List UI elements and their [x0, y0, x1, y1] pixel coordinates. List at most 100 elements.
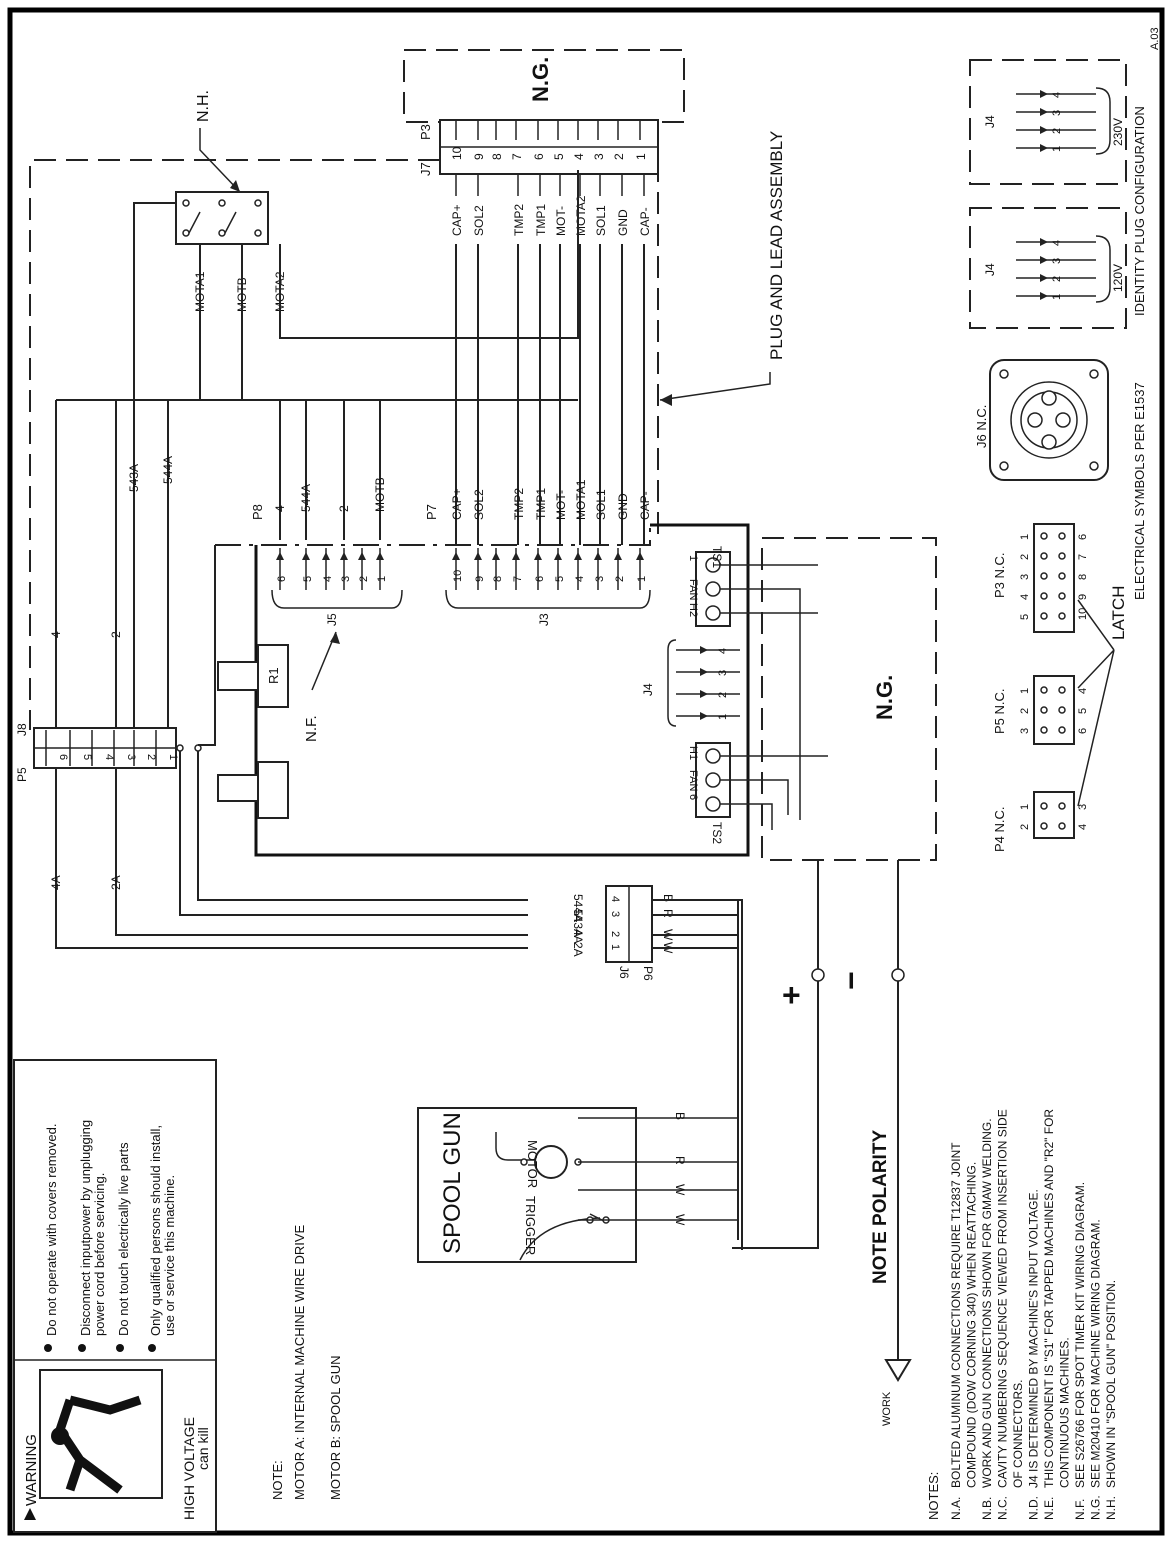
warning-bullet-5: use or service this machine. — [162, 1175, 177, 1336]
id230-pin-arrow — [1040, 108, 1048, 116]
id120-jumper — [1095, 235, 1111, 303]
id230-pin-3: 4 — [1051, 92, 1063, 98]
j3-pin-arrow — [554, 552, 562, 560]
id120-pin-arrow — [1040, 292, 1048, 300]
p5nc-cavity — [1040, 686, 1048, 694]
j3-pin-arrow — [574, 552, 582, 560]
motor-symbol — [534, 1145, 568, 1179]
id120-pin-arrow — [1040, 256, 1048, 264]
j3-pin-arrow — [492, 552, 500, 560]
p5nc-bot-0: 4 — [1077, 688, 1089, 694]
j5-pin-arrow — [358, 552, 366, 560]
mid-wire-5: MOTA1 — [574, 479, 588, 520]
p4nc-cavity — [1058, 802, 1066, 810]
j3-pin-4: 6 — [534, 576, 546, 582]
j7-label: J7 — [418, 162, 433, 176]
p6-wire-1: 543A — [571, 909, 585, 937]
motor-note-heading: NOTE: — [270, 1460, 285, 1500]
warning-title: WARNING — [23, 1434, 40, 1506]
j4-board-arrow — [700, 690, 708, 698]
identity-plug-120v — [969, 207, 1127, 329]
j6-pin-circle — [1027, 412, 1043, 428]
p3nc-top-1: 2 — [1019, 554, 1031, 560]
p3nc-top-0: 1 — [1019, 534, 1031, 540]
warning-bullet-4: Only qualified persons should install, — [148, 1125, 163, 1336]
spool-color-0: B — [673, 1112, 687, 1120]
j3-pin-6: 4 — [574, 576, 586, 582]
p5nc-cavity — [1058, 706, 1066, 714]
j5-pin-1: 5 — [302, 576, 314, 582]
j3-pin-8: 2 — [614, 576, 626, 582]
p3nc-cavity — [1040, 592, 1048, 600]
p4nc-bot-1: 4 — [1077, 824, 1089, 830]
note-tag-2: N.B. — [980, 1497, 994, 1520]
note-text-7: CONTINUOUS MACHINES. — [1058, 1337, 1072, 1488]
note-text-9: SEE M20410 FOR MACHINE WIRING DIAGRAM. — [1089, 1219, 1103, 1488]
wire-4: 4 — [49, 631, 63, 638]
latch-label: LATCH — [1109, 586, 1128, 640]
j3-pin-5: 5 — [554, 576, 566, 582]
p4nc-cavity — [1040, 822, 1048, 830]
top-wire-5: MOTA2 — [574, 195, 588, 236]
p3-pin-7: 3 — [592, 153, 606, 160]
j5-pin-5: 1 — [376, 576, 388, 582]
id230-pin-1: 2 — [1051, 128, 1063, 134]
p5-label: P5 — [15, 767, 29, 782]
id120-pin-1: 2 — [1051, 276, 1063, 282]
j3-pin-7: 3 — [594, 576, 606, 582]
j3-pin-9: 1 — [636, 576, 648, 582]
j3-pin-arrow — [614, 552, 622, 560]
p4nc-bot-0: 3 — [1077, 804, 1089, 810]
wire-544A-left: 544A — [161, 456, 175, 484]
j5-label: J5 — [325, 613, 339, 626]
warning-bullet-0: Do not operate with covers removed. — [44, 1124, 59, 1336]
ts1-label: TS1 — [710, 546, 724, 568]
plus-label: + — [782, 977, 801, 1013]
mid-wire-3: TMP1 — [534, 488, 548, 520]
p6-wire-3: 2A — [571, 942, 585, 957]
p3nc-bot-2: 8 — [1077, 574, 1089, 580]
mid-wire-1: SOL2 — [472, 489, 486, 520]
id230-jumper — [1095, 87, 1111, 155]
p3nc-top-3: 4 — [1019, 594, 1031, 600]
ng-right-box — [761, 537, 937, 861]
work-arrow — [884, 1359, 912, 1382]
note-text-6: THIS COMPONENT IS "S1" FOR TAPPED MACHIN… — [1042, 1109, 1056, 1488]
p4nc-cavity — [1040, 802, 1048, 810]
j4-board-pin-3: 1 — [717, 714, 729, 720]
note-text-10: SHOWN IN "SPOOL GUN" POSITION. — [1104, 1280, 1118, 1488]
page-border — [7, 7, 1165, 1536]
j6-pin-circle — [1055, 412, 1071, 428]
lower-component — [217, 774, 261, 802]
j4-board-label: J4 — [641, 683, 655, 696]
bullet-dot — [78, 1344, 86, 1352]
j4-120-label: J4 — [983, 263, 997, 276]
j5-pin-arrow — [302, 552, 310, 560]
j5-pin-2: 4 — [322, 576, 334, 582]
p3nc-cavity — [1040, 572, 1048, 580]
p4nc-top-1: 2 — [1019, 824, 1031, 830]
wire-4A: 4A — [49, 875, 63, 890]
wire-2A: 2A — [109, 875, 123, 890]
note-text-0: BOLTED ALUMINUM CONNECTIONS REQUIRE T128… — [949, 1142, 963, 1488]
p5nc-cavity — [1058, 726, 1066, 734]
mid-wire-7: GND — [616, 493, 630, 520]
trigger-label: TRIGGER — [523, 1196, 538, 1255]
p6-label: P6 — [641, 966, 655, 981]
id230-pin-0: 1 — [1051, 146, 1063, 152]
doc-id: A.03 — [1149, 27, 1161, 50]
shock-person-icon — [55, 1395, 142, 1494]
id120-pin-3: 4 — [1051, 240, 1063, 246]
id230-pin-arrow — [1040, 144, 1048, 152]
j4-board-pin-1: 3 — [717, 670, 729, 676]
spool-color-3: W — [673, 1214, 687, 1226]
p6-color-0: B — [661, 894, 675, 902]
note-tag-8: N.F. — [1073, 1499, 1087, 1520]
j3-label: J3 — [537, 613, 551, 626]
id230-pin-arrow — [1040, 90, 1048, 98]
j5-pin-arrow — [322, 552, 330, 560]
p3nc-top-2: 3 — [1019, 574, 1031, 580]
p3nc-cavity — [1058, 552, 1066, 560]
